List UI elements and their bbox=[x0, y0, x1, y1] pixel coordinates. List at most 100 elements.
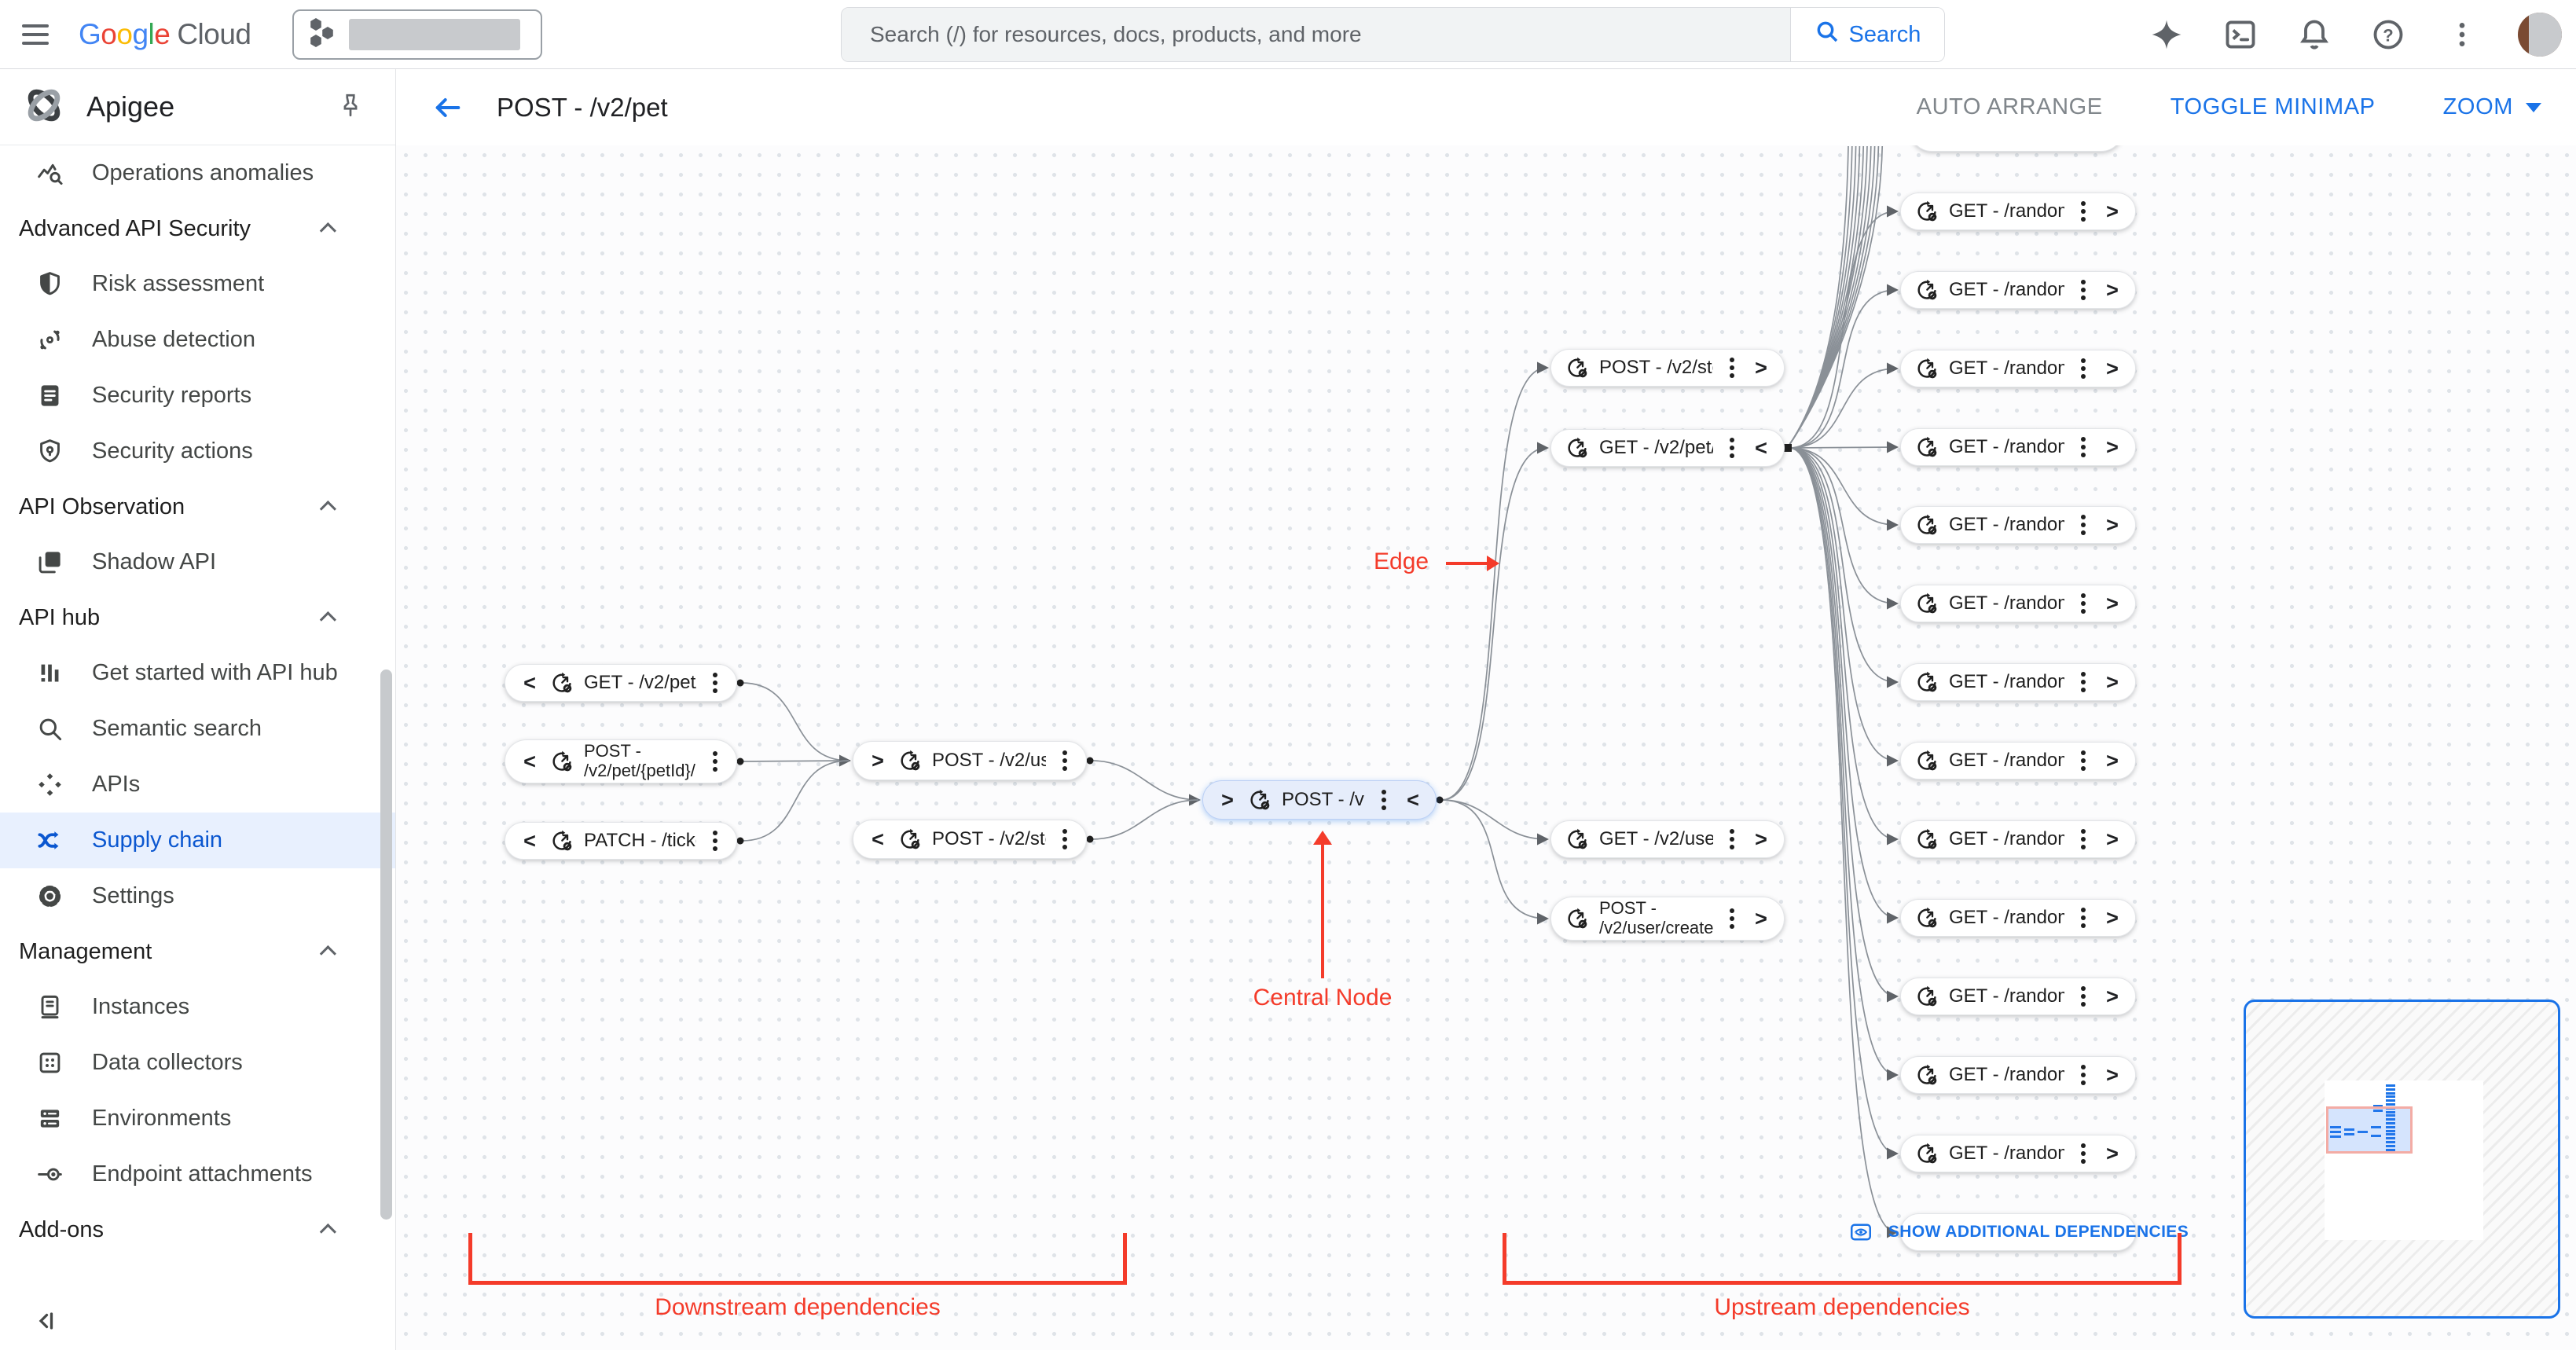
chevron-left-icon[interactable]: < bbox=[1407, 787, 1419, 812]
more-vert-icon[interactable] bbox=[2081, 601, 2086, 606]
graph-node-r-json[interactable]: GET - /random/json> bbox=[1900, 585, 2136, 622]
more-vert-icon[interactable] bbox=[1062, 837, 1067, 842]
graph-node-r-audio[interactable]: GET - /random/audio> bbox=[1900, 506, 2136, 544]
graph-node-storeOrder2[interactable]: POST - /v2/store/order> bbox=[1550, 349, 1785, 387]
dependency-graph-canvas[interactable]: Edge Central Node Downstream dependencie… bbox=[396, 145, 2576, 1350]
more-vert-icon[interactable] bbox=[713, 681, 717, 685]
sidebar-item-settings[interactable]: Settings bbox=[0, 868, 395, 924]
chevron-left-icon[interactable]: < bbox=[523, 749, 536, 773]
chevron-right-icon[interactable]: > bbox=[1221, 787, 1234, 812]
collapse-sidebar-icon[interactable] bbox=[31, 1307, 60, 1339]
chevron-right-icon[interactable]: > bbox=[2106, 199, 2119, 223]
sidebar-section-management[interactable]: Management bbox=[0, 924, 395, 979]
sidebar-item-get-started-with-api-hub[interactable]: Get started with API hub bbox=[0, 645, 395, 701]
chevron-right-icon[interactable]: > bbox=[2106, 984, 2119, 1008]
sidebar-section-add-ons[interactable]: Add-ons bbox=[0, 1202, 395, 1257]
sidebar-item-security-actions[interactable]: Security actions bbox=[0, 424, 395, 479]
graph-node-r-date[interactable]: GET - /random/date> bbox=[1900, 742, 2136, 780]
chevron-right-icon[interactable]: > bbox=[2106, 277, 2119, 302]
toggle-minimap-button[interactable]: TOGGLE MINIMAP bbox=[2170, 94, 2376, 119]
more-vert-icon[interactable] bbox=[713, 838, 717, 843]
sidebar-section-api-hub[interactable]: API hub bbox=[0, 590, 395, 645]
search-input[interactable] bbox=[842, 22, 1790, 47]
more-vert-icon[interactable] bbox=[2081, 366, 2086, 371]
graph-node-user[interactable]: >POST - /v2/user bbox=[853, 741, 1087, 780]
graph-node-findByStatus[interactable]: <GET - /v2/pet/findByStatus bbox=[505, 664, 737, 702]
sidebar-section-api-observation[interactable]: API Observation bbox=[0, 479, 395, 534]
sidebar-item-endpoint-attachments[interactable]: Endpoint attachments bbox=[0, 1146, 395, 1202]
chevron-right-icon[interactable]: > bbox=[1755, 355, 1767, 380]
more-vert-icon[interactable] bbox=[1730, 365, 1734, 370]
graph-node-r-strings[interactable]: GET - /random/strings> bbox=[1900, 899, 2136, 937]
graph-node-findByTags[interactable]: GET - /v2/pet/findByTags< bbox=[1550, 429, 1785, 467]
more-vert-icon[interactable] bbox=[2081, 837, 2086, 842]
chevron-right-icon[interactable]: > bbox=[2106, 827, 2119, 851]
avatar[interactable] bbox=[2518, 13, 2562, 57]
chevron-right-icon[interactable]: > bbox=[2106, 669, 2119, 694]
more-vert-icon[interactable] bbox=[2081, 288, 2086, 292]
graph-node-r-image[interactable]: GET - /random/image> bbox=[1900, 350, 2136, 387]
chevron-left-icon[interactable]: < bbox=[1755, 435, 1767, 460]
graph-node-cutNode[interactable] bbox=[1910, 145, 2123, 152]
cloud-shell-icon[interactable] bbox=[2222, 17, 2259, 53]
more-vert-icon[interactable] bbox=[2081, 1073, 2086, 1077]
chevron-right-icon[interactable]: > bbox=[872, 748, 884, 772]
graph-node-r-sentence[interactable]: GET - /random/sentence> bbox=[1900, 1056, 2136, 1094]
sidebar-item-apis[interactable]: APIs bbox=[0, 757, 395, 813]
chevron-right-icon[interactable]: > bbox=[2106, 591, 2119, 615]
chevron-right-icon[interactable]: > bbox=[2106, 748, 2119, 772]
sidebar-section-advanced-api-security[interactable]: Advanced API Security bbox=[0, 201, 395, 256]
graph-node-createWithList[interactable]: POST -/v2/user/createWithList> bbox=[1550, 897, 1785, 941]
chevron-left-icon[interactable]: < bbox=[872, 827, 884, 851]
chevron-right-icon[interactable]: > bbox=[2106, 1062, 2119, 1087]
sidebar-item-operations-anomalies[interactable]: Operations anomalies bbox=[0, 145, 395, 201]
chevron-right-icon[interactable]: > bbox=[1755, 827, 1767, 851]
sidebar-item-data-collectors[interactable]: Data collectors bbox=[0, 1035, 395, 1091]
sidebar-item-risk-assessment[interactable]: Risk assessment bbox=[0, 256, 395, 312]
back-arrow-icon[interactable] bbox=[431, 90, 465, 125]
chevron-right-icon[interactable]: > bbox=[1755, 906, 1767, 930]
chevron-left-icon[interactable]: < bbox=[523, 670, 536, 695]
notifications-bell-icon[interactable] bbox=[2296, 17, 2332, 53]
more-vert-icon[interactable] bbox=[2444, 17, 2480, 53]
help-icon[interactable]: ? bbox=[2370, 17, 2406, 53]
graph-node-central[interactable]: >POST - /v2/pet< bbox=[1202, 780, 1437, 820]
zoom-dropdown[interactable]: ZOOM bbox=[2443, 94, 2541, 120]
menu-icon[interactable] bbox=[22, 24, 49, 45]
more-vert-icon[interactable] bbox=[2081, 994, 2086, 999]
more-vert-icon[interactable] bbox=[1730, 916, 1734, 921]
chevron-right-icon[interactable]: > bbox=[2106, 512, 2119, 537]
graph-node-r-boolean[interactable]: GET - /random/boolean> bbox=[1900, 271, 2136, 309]
graph-node-storeOrder1[interactable]: <POST - /v2/store/order bbox=[853, 820, 1087, 859]
more-vert-icon[interactable] bbox=[1062, 758, 1067, 763]
sidebar-item-shadow-api[interactable]: Shadow API bbox=[0, 534, 395, 590]
graph-node-r-country[interactable]: GET - /random/country> bbox=[1900, 428, 2136, 466]
more-vert-icon[interactable] bbox=[1382, 798, 1386, 802]
more-vert-icon[interactable] bbox=[2081, 209, 2086, 214]
chevron-right-icon[interactable]: > bbox=[2106, 905, 2119, 930]
graph-node-uploadImage[interactable]: <POST -/v2/pet/{petId}/uploadImage bbox=[505, 739, 737, 783]
more-vert-icon[interactable] bbox=[2081, 1151, 2086, 1156]
sidebar-item-supply-chain[interactable]: Supply chain bbox=[0, 813, 395, 868]
more-vert-icon[interactable] bbox=[2081, 915, 2086, 920]
sidebar-item-instances[interactable]: Instances bbox=[0, 979, 395, 1035]
sidebar-item-semantic-search[interactable]: Semantic search bbox=[0, 701, 395, 757]
more-vert-icon[interactable] bbox=[2081, 445, 2086, 449]
graph-node-r-email[interactable]: GET - /random/email> bbox=[1900, 1135, 2136, 1172]
search-button[interactable]: Search bbox=[1790, 8, 1944, 61]
more-vert-icon[interactable] bbox=[1730, 446, 1734, 450]
pin-icon[interactable] bbox=[337, 92, 364, 123]
graph-node-r-paragraph[interactable]: GET - /random/paragraph> bbox=[1900, 193, 2136, 230]
chevron-right-icon[interactable]: > bbox=[2106, 356, 2119, 380]
graph-node-login[interactable]: GET - /v2/user/login> bbox=[1550, 820, 1785, 858]
sidebar-item-security-reports[interactable]: Security reports bbox=[0, 368, 395, 424]
gemini-icon[interactable] bbox=[2149, 17, 2185, 53]
chevron-right-icon[interactable]: > bbox=[2106, 435, 2119, 459]
more-vert-icon[interactable] bbox=[713, 759, 717, 764]
chevron-left-icon[interactable]: < bbox=[523, 828, 536, 853]
more-vert-icon[interactable] bbox=[2081, 758, 2086, 763]
search-field[interactable] bbox=[842, 8, 1790, 61]
chevron-right-icon[interactable]: > bbox=[2106, 1141, 2119, 1165]
graph-node-showMore[interactable]: SHOW ADDITIONAL DEPENDENCIES bbox=[1850, 1213, 2189, 1251]
auto-arrange-button[interactable]: AUTO ARRANGE bbox=[1916, 94, 2103, 119]
